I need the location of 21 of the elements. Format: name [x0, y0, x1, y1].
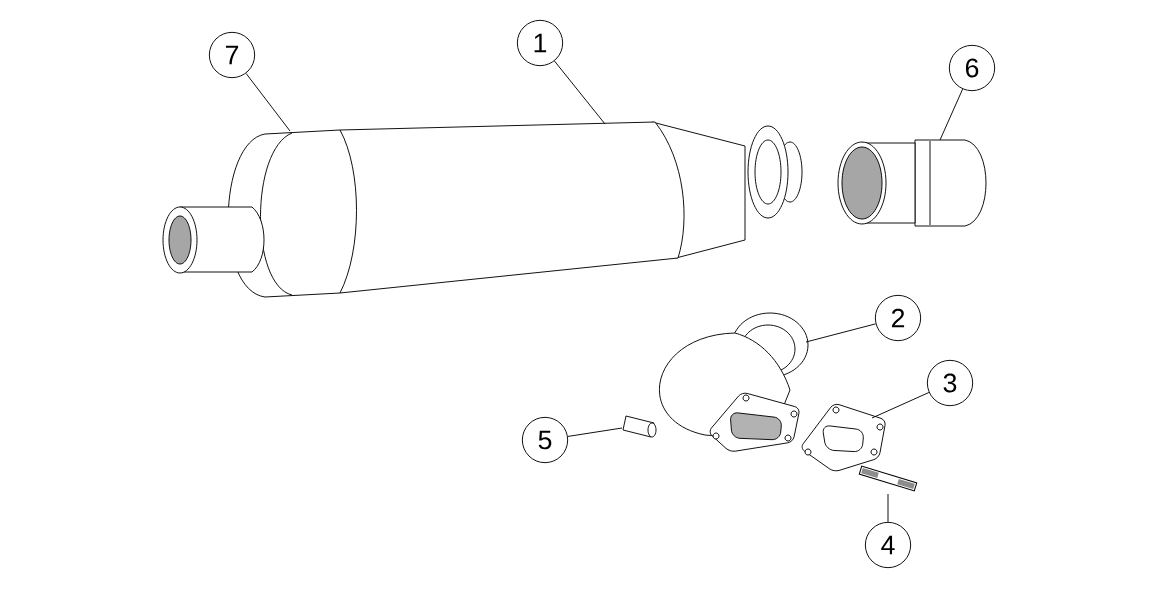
leader-line: [567, 427, 623, 437]
leader-line: [871, 392, 930, 419]
elbow-drawing: [658, 312, 809, 452]
callout-number: 7: [208, 31, 256, 79]
stud-drawing: [858, 465, 918, 492]
leader-line: [805, 323, 877, 343]
leader-line: [245, 72, 291, 132]
end-cap-drawing: [162, 129, 357, 298]
callout-number: 4: [864, 521, 912, 569]
coupler-drawing: [837, 139, 987, 227]
leader-line: [887, 493, 889, 523]
leader-line: [939, 88, 964, 141]
callout-number: 1: [516, 19, 564, 67]
callout-number: 5: [521, 416, 569, 464]
callout-number: 3: [926, 359, 974, 407]
muffler-drawing: [339, 121, 803, 294]
callout-number: 6: [948, 44, 996, 92]
pin-drawing: [622, 415, 657, 438]
leader-line: [554, 60, 606, 125]
gasket-drawing: [801, 403, 886, 472]
callout-number: 2: [874, 294, 922, 342]
